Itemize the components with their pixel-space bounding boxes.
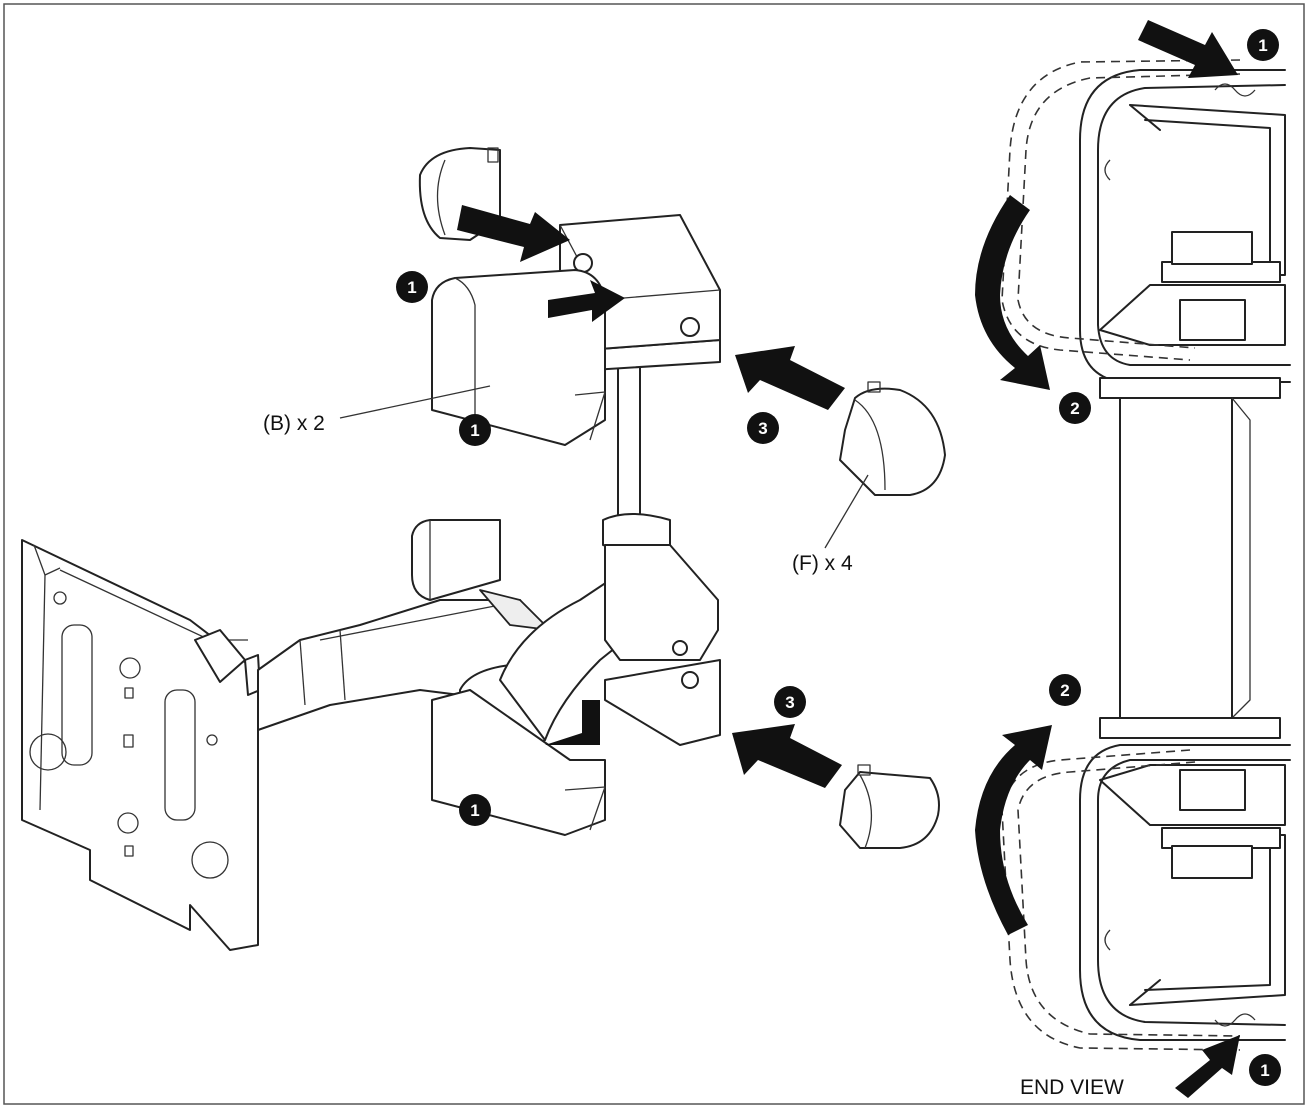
svg-text:1: 1: [407, 278, 416, 297]
step-marker-1-top-left: 1: [396, 271, 428, 303]
press-arrow-bottom: [1175, 1035, 1240, 1098]
swing-arm: [257, 519, 666, 750]
svg-text:1: 1: [470, 421, 479, 440]
svg-text:1: 1: [470, 801, 479, 820]
svg-text:2: 2: [1060, 681, 1069, 700]
press-arrow-top: [1138, 20, 1238, 78]
end-view-figure: [1001, 59, 1291, 1051]
step-marker-1-end-bottom: 1: [1249, 1054, 1281, 1086]
rotate-arrow-top: [975, 195, 1050, 390]
svg-text:1: 1: [1258, 36, 1267, 55]
insert-arrow-cover-b: [548, 280, 625, 322]
wall-plate: [21, 539, 261, 951]
step-marker-1-bottom: 1: [459, 794, 491, 826]
rotate-arrow-bottom: [975, 725, 1052, 935]
end-cap-f-lower: [839, 764, 940, 849]
end-cap-f-upper: [839, 381, 946, 496]
label-end-view: END VIEW: [1020, 1076, 1124, 1099]
step-marker-1-end-top: 1: [1247, 29, 1279, 61]
step-marker-3-upper: 3: [747, 412, 779, 444]
leader-line-f: [824, 474, 869, 549]
label-part-b: (B) x 2: [263, 412, 325, 435]
svg-text:1: 1: [1260, 1061, 1269, 1080]
svg-text:3: 3: [758, 419, 767, 438]
svg-text:2: 2: [1070, 399, 1079, 418]
step-marker-2-end-bottom: 2: [1049, 674, 1081, 706]
insert-arrow-f-upper: [735, 346, 845, 410]
step-marker-2-end-top: 2: [1059, 392, 1091, 424]
page-border: [3, 3, 1305, 1105]
label-part-f: (F) x 4: [792, 552, 853, 575]
insert-arrow-top-cap: [457, 205, 570, 262]
svg-text:3: 3: [785, 693, 794, 712]
insert-arrow-cover-bottom: [545, 700, 600, 745]
leader-line-b: [339, 385, 491, 419]
step-marker-1-cover-b: 1: [459, 414, 491, 446]
insert-arrow-f-lower: [732, 724, 842, 788]
step-marker-3-lower: 3: [774, 686, 806, 718]
